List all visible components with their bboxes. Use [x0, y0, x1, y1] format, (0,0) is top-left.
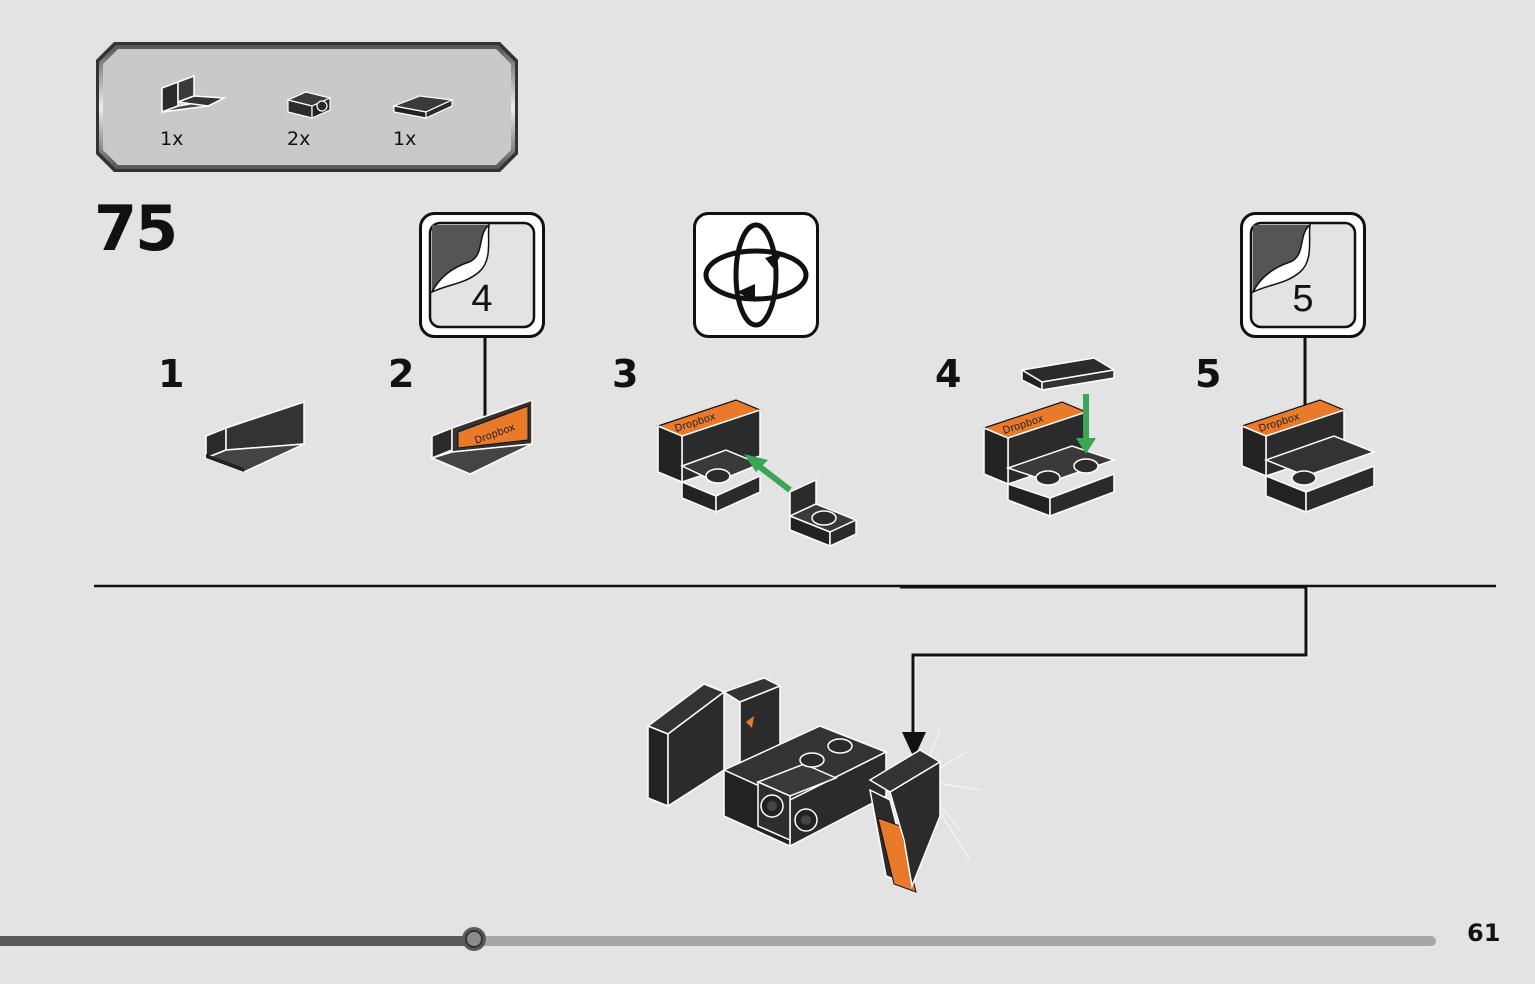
sticker-callout-5: [1240, 212, 1366, 338]
substep-3-assembly: Dropbox: [656, 396, 862, 561]
sticker-callout-5-number: 5: [1292, 278, 1314, 320]
substep-1: 1: [158, 352, 185, 396]
rotate-model-icon: [693, 212, 819, 338]
progress-knob-icon: [461, 926, 487, 952]
step-number: 75: [94, 192, 178, 265]
substep-4: 4: [935, 352, 962, 396]
substep-5-assembly: Dropbox: [1240, 396, 1380, 525]
wedge-tile-icon: [391, 92, 456, 127]
parts-list-box: [94, 40, 520, 174]
part-qty-3: 1x: [393, 128, 417, 150]
progress-fill: [0, 936, 474, 946]
substep-2: 2: [388, 352, 415, 396]
substep-1-panel-brick: [203, 398, 310, 481]
bracket-plate-icon: [286, 86, 334, 127]
substep-3: 3: [612, 352, 639, 396]
panel-brick-icon: [160, 66, 228, 125]
sticker-callout-4: [419, 212, 545, 338]
page-number: 61: [1467, 919, 1501, 947]
main-model-assembly: [640, 670, 990, 915]
substep-5: 5: [1195, 352, 1222, 396]
part-qty-2: 2x: [287, 128, 311, 150]
part-qty-1: 1x: [160, 128, 184, 150]
substep-2-stickered-panel: Dropbox: [429, 396, 538, 483]
page-progress-bar: [0, 933, 1440, 954]
sticker-callout-4-number: 4: [471, 278, 493, 320]
substep-4-assembly: Dropbox: [982, 350, 1122, 525]
